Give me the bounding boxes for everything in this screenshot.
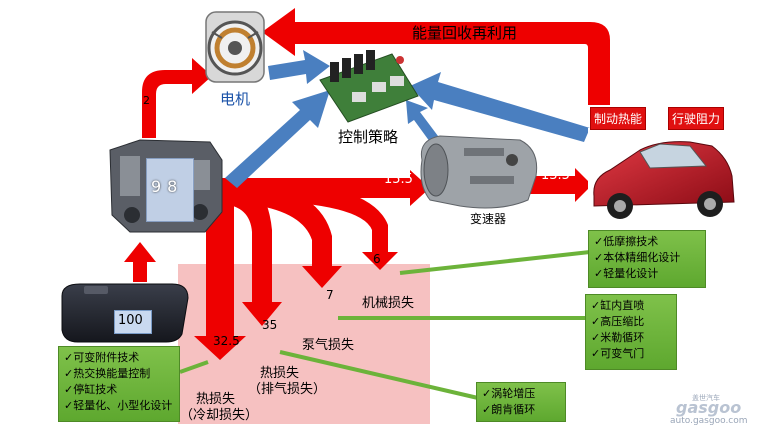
cooling-loss-label-2: （冷却损失） [180,408,259,423]
tech-list-exhaust: ✓涡轮增压 ✓朗肯循环 [476,382,566,422]
flow-mech-loss: 6 [373,252,381,266]
tech-item: ✓停缸技术 [64,383,118,396]
tech-item: ✓米勒循环 [591,331,645,344]
motor-label: 电机 [220,90,251,108]
engine-value-box [146,158,194,222]
fuel-value-box [114,310,152,334]
pump-loss-label: 泵气损失 [302,338,355,353]
exhaust-loss-label-1: 热损失 [260,366,300,381]
trans-to-car-arrow [520,168,592,202]
engine-to-motor-arrow [142,58,212,138]
tech-item: ✓本体精细化设计 [594,251,681,264]
tech-list-fuel: ✓可变附件技术 ✓热交换能量控制 ✓停缸技术 ✓轻量化、小型化设计 [58,346,180,422]
tech-item: ✓可变附件技术 [64,351,140,364]
tech-item: ✓高压缩比 [591,315,645,328]
exhaust-loss-arrow [222,182,282,326]
blue-arrow-car-to-control [410,72,590,142]
flow-trans-to-car: 13.5 [541,168,570,183]
flow-pump-loss: 7 [326,288,334,302]
flow-engine-to-motor: 2 [143,94,150,107]
pointer-mech [399,250,591,275]
watermark-url: auto.gasgoo.com [670,416,748,426]
tech-item: ✓可变气门 [591,347,645,360]
tech-item: ✓轻量化设计 [594,267,659,280]
control-strategy-label: 控制策略 [338,128,399,146]
flow-engine-to-trans: 15.5 [384,172,413,187]
mech-loss-arrow [225,178,398,270]
tech-item: ✓朗肯循环 [482,403,536,416]
pointer-exhaust [279,350,479,400]
tech-item: ✓缸内直喷 [591,299,645,312]
fuel-value: 100 [118,313,143,328]
motor-icon [205,11,265,83]
tech-item: ✓涡轮增压 [482,387,536,400]
blue-arrow-engine-to-control [225,90,330,188]
control-board-icon [319,50,419,123]
mech-loss-label: 机械损失 [362,296,415,311]
car-tag-braking: 制动热能 [590,107,647,130]
transmission-label: 变速器 [470,212,507,226]
car-tag-resistance: 行驶阻力 [668,107,725,130]
exhaust-loss-label-2: （排气损失） [248,382,327,397]
flow-exhaust-loss: 35 [262,318,278,332]
recovery-arrow [262,8,610,105]
engine-value: 98 [151,177,184,196]
transmission-icon [420,135,538,209]
pointer-fuel [179,360,209,374]
energy-recovery-title: 能量回收再利用 [412,24,518,42]
tech-list-pump: ✓缸内直喷 ✓高压缩比 ✓米勒循环 ✓可变气门 [585,294,677,370]
pump-loss-arrow [220,180,342,288]
cooling-loss-label-1: 热损失 [196,392,236,407]
flow-cooling-loss: 32.5 [213,334,240,348]
watermark-cn: 盖世汽车 [692,394,720,402]
blue-arrow-motor-to-control [268,50,330,84]
tech-item: ✓低摩擦技术 [594,235,659,248]
tech-list-car: ✓低摩擦技术 ✓本体精细化设计 ✓轻量化设计 [588,230,706,288]
car-icon [588,128,738,228]
fuel-to-engine-arrow [124,242,156,282]
blue-arrow-trans-to-control [406,100,438,142]
watermark-brand: gasgoo [676,398,742,417]
tech-item: ✓轻量化、小型化设计 [64,399,173,412]
tech-item: ✓热交换能量控制 [64,367,151,380]
